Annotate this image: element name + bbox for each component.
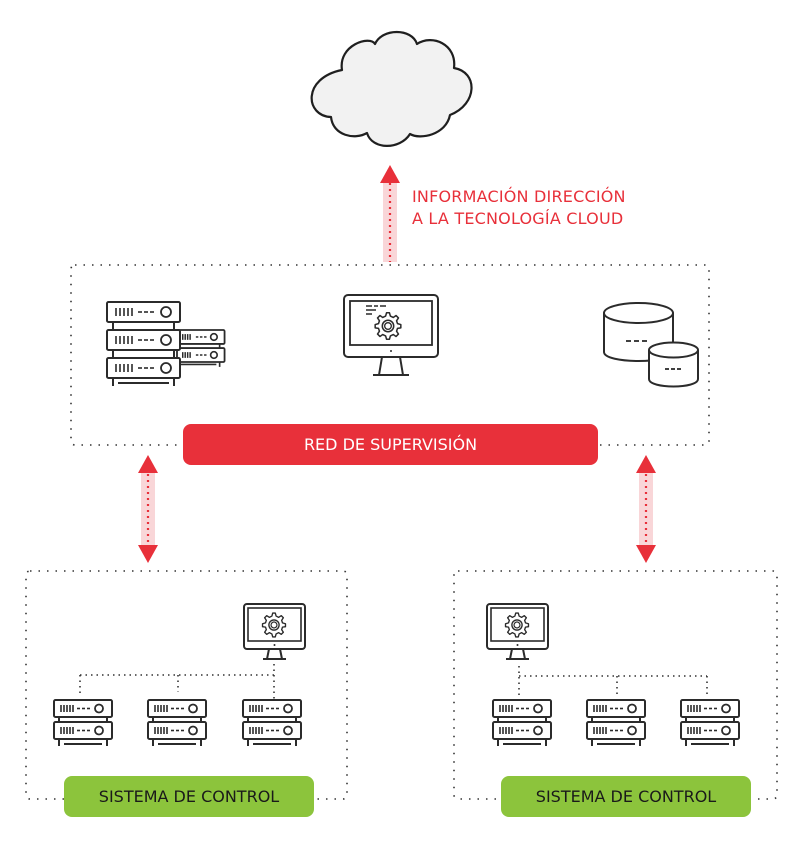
monitor-gear-icon — [343, 294, 439, 376]
server-icon — [493, 700, 551, 746]
supervision-network-label-text: RED DE SUPERVISIÓN — [303, 435, 478, 454]
control-system-left-icons — [54, 603, 306, 746]
monitor-gear-icon — [243, 603, 306, 660]
supervision-network-boundary — [70, 264, 710, 446]
control-system-label-right: SISTEMA DE CONTROL — [501, 776, 751, 817]
cloud-direction-label-line2: A LA TECNOLOGÍA CLOUD — [412, 209, 624, 228]
control-system-boundary-right — [453, 570, 778, 800]
control-system-right-icons — [486, 603, 739, 746]
server-icon — [587, 700, 645, 746]
bidirectional-arrow-right — [636, 455, 656, 563]
network-links — [79, 664, 275, 700]
server-icon — [243, 700, 301, 746]
database-icon — [603, 302, 699, 388]
cloud-icon — [310, 31, 473, 147]
supervision-network-label: RED DE SUPERVISIÓN — [183, 424, 598, 465]
server-rack-icon — [106, 301, 226, 386]
network-links — [518, 666, 708, 700]
upload-arrow — [380, 165, 400, 262]
monitor-gear-icon — [486, 603, 549, 660]
cloud-direction-label: INFORMACIÓN DIRECCIÓN A LA TECNOLOGÍA CL… — [412, 186, 626, 230]
server-icon — [148, 700, 206, 746]
bidirectional-arrow-left — [138, 455, 158, 563]
control-system-label-left: SISTEMA DE CONTROL — [64, 776, 314, 817]
server-icon — [681, 700, 739, 746]
cloud-direction-label-line1: INFORMACIÓN DIRECCIÓN — [412, 187, 626, 206]
server-icon — [54, 700, 112, 746]
control-system-label-text: SISTEMA DE CONTROL — [535, 787, 717, 806]
control-system-label-text: SISTEMA DE CONTROL — [98, 787, 280, 806]
